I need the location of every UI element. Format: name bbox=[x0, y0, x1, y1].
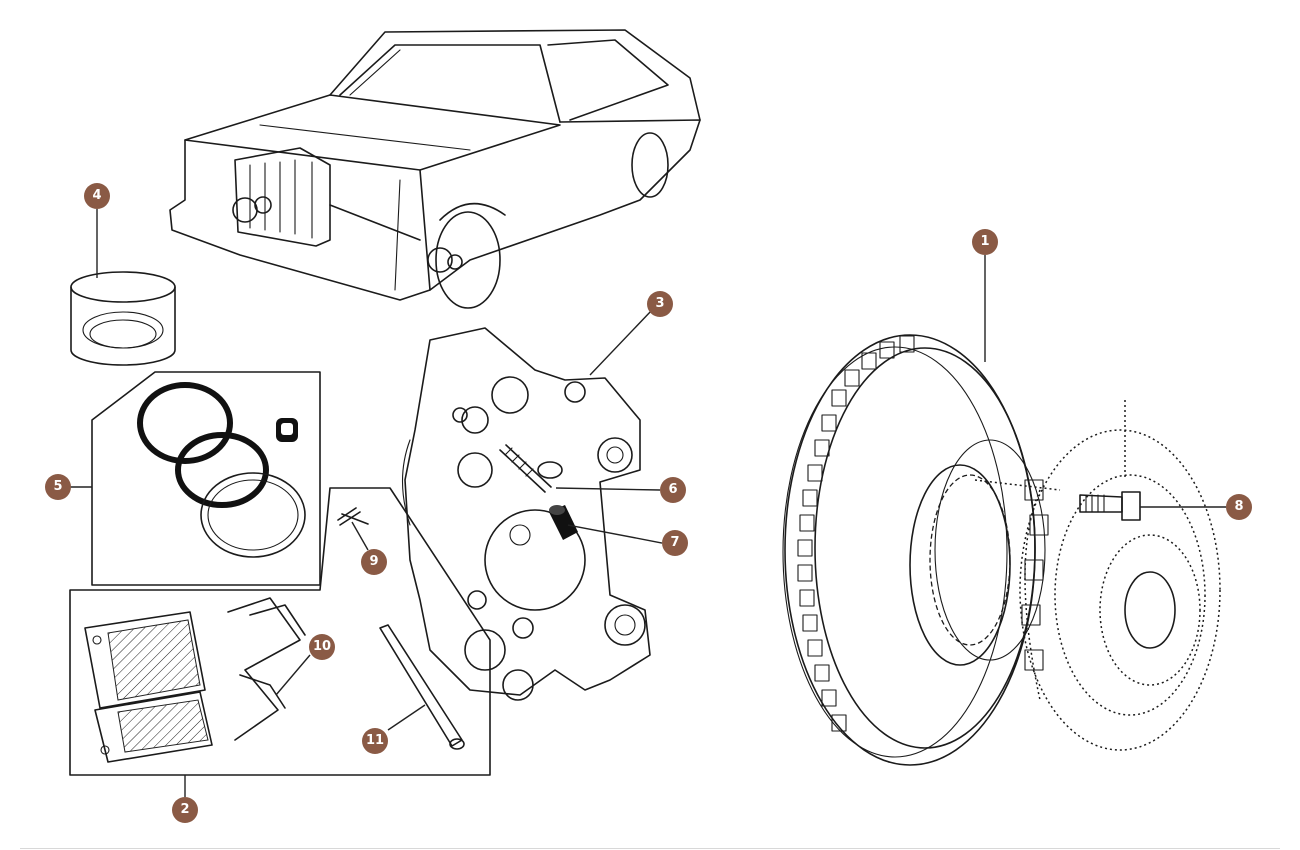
callout-8[interactable]: 8 bbox=[1226, 494, 1252, 520]
leader-lines bbox=[70, 209, 1226, 797]
callout-3[interactable]: 3 bbox=[647, 291, 673, 317]
callout-5[interactable]: 5 bbox=[45, 474, 71, 500]
callout-10[interactable]: 10 bbox=[309, 634, 335, 660]
callout-1[interactable]: 1 bbox=[972, 229, 998, 255]
callout-6[interactable]: 6 bbox=[660, 477, 686, 503]
seal-kit bbox=[91, 371, 321, 586]
car-illustration bbox=[169, 29, 701, 309]
callout-7[interactable]: 7 bbox=[662, 530, 688, 556]
callout-2[interactable]: 2 bbox=[172, 797, 198, 823]
callout-11[interactable]: 11 bbox=[362, 728, 388, 754]
brake-pads-kit bbox=[69, 487, 491, 776]
brake-disc bbox=[782, 334, 1221, 766]
callout-4[interactable]: 4 bbox=[84, 183, 110, 209]
callout-9[interactable]: 9 bbox=[361, 549, 387, 575]
brake-caliper bbox=[401, 327, 651, 701]
bottom-divider bbox=[20, 848, 1280, 849]
piston bbox=[70, 271, 176, 366]
